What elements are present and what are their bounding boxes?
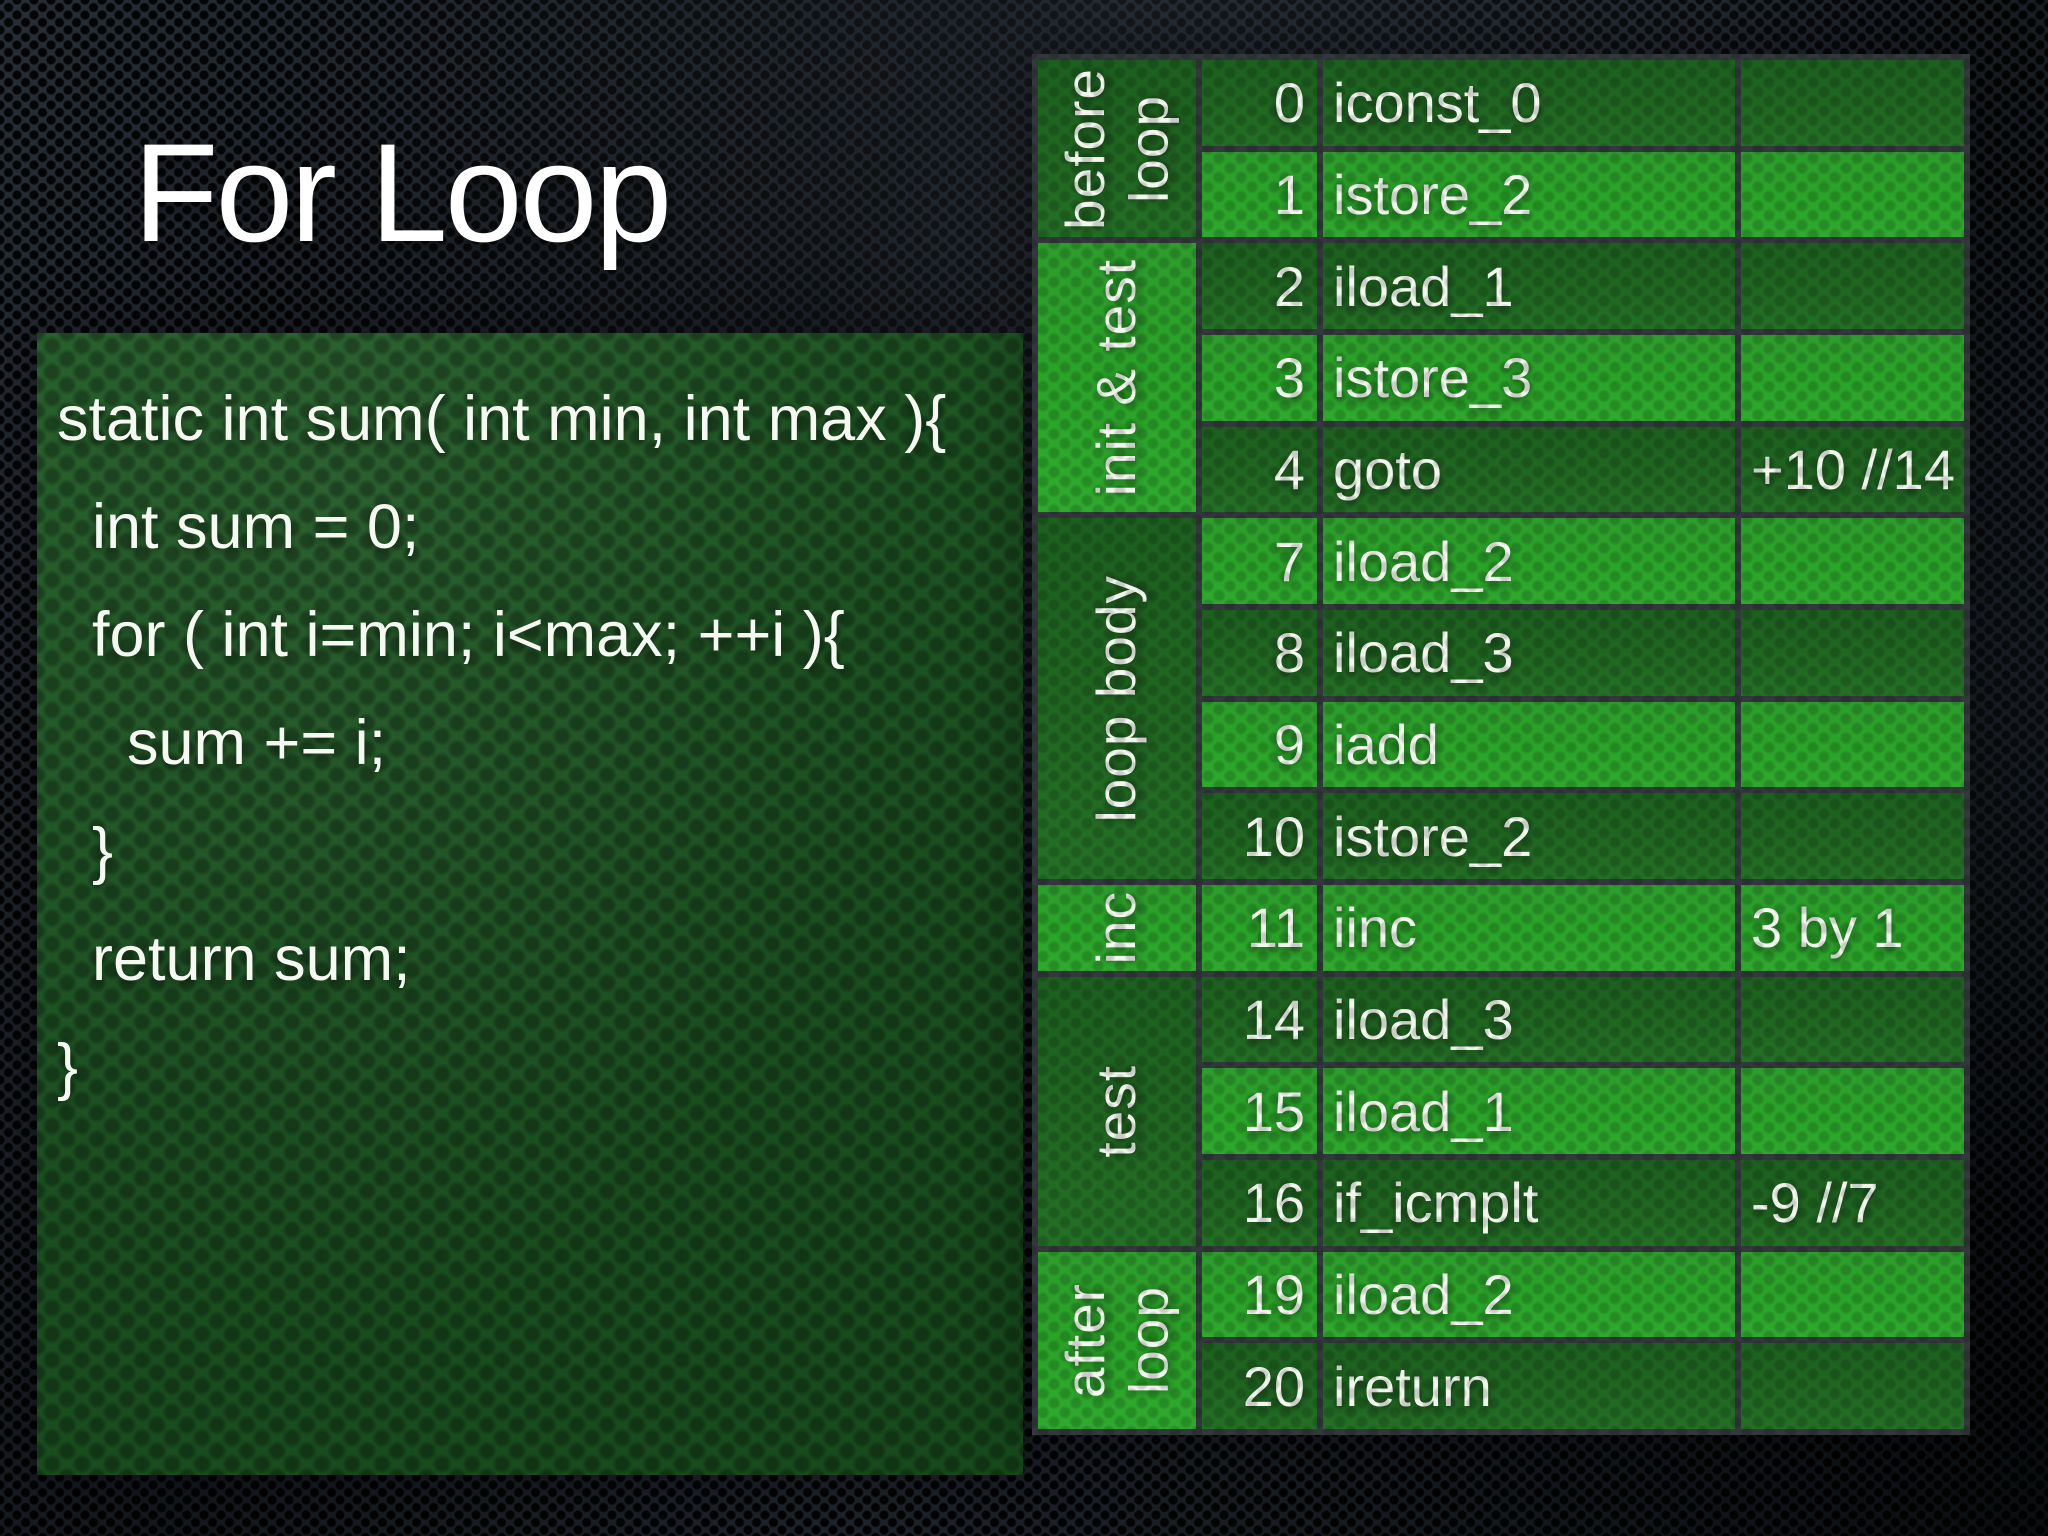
group-label-init-and-test: init & test <box>1038 243 1196 513</box>
instruction-cell: iload_3 <box>1323 609 1735 696</box>
operand-cell: 3 by 1 <box>1741 884 1964 971</box>
offset-cell: 1 <box>1202 151 1317 238</box>
operand-cell <box>1741 793 1964 879</box>
operand-cell <box>1741 60 1964 146</box>
instruction-cell: goto <box>1323 426 1735 513</box>
instruction-cell: iadd <box>1323 701 1735 788</box>
instruction-cell: iload_3 <box>1323 976 1735 1063</box>
operand-cell <box>1741 1251 1964 1338</box>
group-label-text: inc <box>1085 891 1148 965</box>
instruction-cell: iconst_0 <box>1323 60 1735 146</box>
operand-cell <box>1741 701 1964 788</box>
instruction-cell: istore_3 <box>1323 334 1735 421</box>
code-line: } <box>57 816 114 886</box>
group-label-after-loop: after loop <box>1038 1251 1196 1429</box>
instruction-cell: iload_1 <box>1323 243 1735 329</box>
instruction-cell: iload_2 <box>1323 518 1735 604</box>
offset-cell: 16 <box>1202 1159 1317 1246</box>
group-label-loop-body: loop body <box>1038 518 1196 879</box>
operand-cell: +10 //14 <box>1741 426 1964 513</box>
instruction-cell: istore_2 <box>1323 151 1735 238</box>
code-line: } <box>57 1032 79 1102</box>
group-label-text: init & test <box>1085 259 1148 497</box>
operand-cell <box>1741 243 1964 329</box>
operand-cell <box>1741 976 1964 1063</box>
group-label-text: test <box>1085 1064 1148 1158</box>
operand-cell <box>1741 609 1964 696</box>
offset-cell: 19 <box>1202 1251 1317 1338</box>
offset-cell: 20 <box>1202 1343 1317 1429</box>
group-label-text: loop body <box>1085 574 1148 823</box>
offset-cell: 10 <box>1202 793 1317 879</box>
group-label-text: after loop <box>1053 1282 1179 1398</box>
code-block: static int sum( int min, int max ){ int … <box>37 333 1023 1475</box>
group-label-text: before loop <box>1053 67 1179 230</box>
offset-cell: 14 <box>1202 976 1317 1063</box>
operand-cell: -9 //7 <box>1741 1159 1964 1246</box>
offset-cell: 9 <box>1202 701 1317 788</box>
slide-title: For Loop <box>133 114 672 271</box>
instruction-cell: iload_2 <box>1323 1251 1735 1338</box>
group-label-inc: inc <box>1038 884 1196 971</box>
offset-cell: 3 <box>1202 334 1317 421</box>
offset-cell: 0 <box>1202 60 1317 146</box>
group-label-test: test <box>1038 976 1196 1246</box>
instruction-cell: istore_2 <box>1323 793 1735 879</box>
instruction-cell: if_icmplt <box>1323 1159 1735 1246</box>
code-line: int sum = 0; <box>57 492 420 562</box>
operand-cell <box>1741 151 1964 238</box>
code-line: for ( int i=min; i<max; ++i ){ <box>57 600 845 670</box>
operand-cell <box>1741 518 1964 604</box>
operand-cell <box>1741 1343 1964 1429</box>
instruction-cell: iload_1 <box>1323 1068 1735 1154</box>
code-line: static int sum( int min, int max ){ <box>57 384 947 454</box>
offset-cell: 15 <box>1202 1068 1317 1154</box>
offset-cell: 8 <box>1202 609 1317 696</box>
operand-cell <box>1741 1068 1964 1154</box>
offset-cell: 4 <box>1202 426 1317 513</box>
offset-cell: 7 <box>1202 518 1317 604</box>
operand-cell <box>1741 334 1964 421</box>
offset-cell: 11 <box>1202 884 1317 971</box>
group-label-before-loop: before loop <box>1038 60 1196 238</box>
offset-cell: 2 <box>1202 243 1317 329</box>
code-line: return sum; <box>57 924 411 994</box>
instruction-cell: ireturn <box>1323 1343 1735 1429</box>
code-line: sum += i; <box>57 708 387 778</box>
bytecode-table: before loop init & test loop body inc te… <box>1032 54 1970 1435</box>
instruction-cell: iinc <box>1323 884 1735 971</box>
